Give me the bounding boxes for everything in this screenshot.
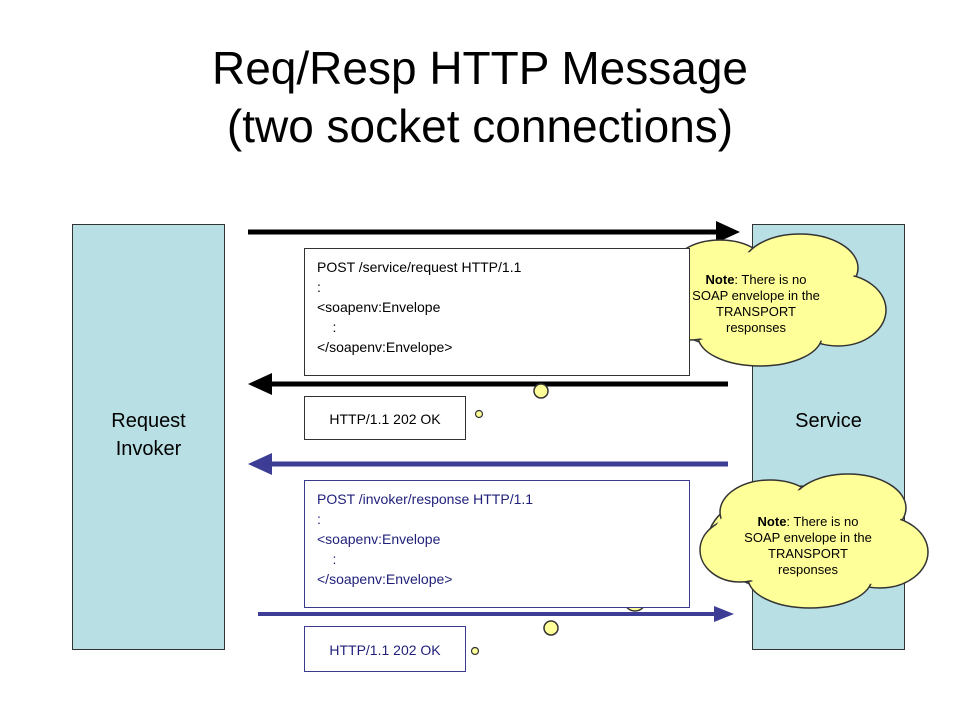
response-message-box: POST /invoker/response HTTP/1.1 : <soape… (304, 480, 690, 608)
note-bold-1: Note (705, 272, 735, 287)
request-line-4: : (317, 319, 337, 335)
response-line-5: </soapenv:Envelope> (317, 571, 453, 587)
note-cloud-1 (649, 233, 887, 367)
request-ack-arrow (248, 373, 728, 395)
note-body-2: : There is no SOAP envelope in the TRANS… (744, 514, 872, 577)
request-line-2: : (317, 279, 321, 295)
request-line-5: </soapenv:Envelope> (317, 339, 453, 355)
response-ack-arrow (258, 606, 734, 622)
response-ack-box: HTTP/1.1 202 OK (304, 626, 466, 672)
request-invoker-lane: Request Invoker (72, 224, 225, 650)
slide-title-line1: Req/Resp HTTP Message (211, 42, 749, 94)
response-line-2: : (317, 511, 321, 527)
slide-title-line2: (two socket connections) (226, 100, 734, 152)
response-line-3: <soapenv:Envelope (317, 531, 441, 547)
request-message-box: POST /service/request HTTP/1.1 : <soapen… (304, 248, 690, 376)
response-line-1: POST /invoker/response HTTP/1.1 (317, 491, 534, 507)
response-arrow (248, 453, 728, 475)
note-body-1: : There is no SOAP envelope in the TRANS… (692, 272, 820, 335)
response-line-4: : (317, 551, 337, 567)
request-line-3: <soapenv:Envelope (317, 299, 441, 315)
request-ack-box: HTTP/1.1 202 OK (304, 396, 466, 440)
request-invoker-label: Request Invoker (111, 410, 186, 460)
request-arrow (248, 221, 740, 243)
note-text-2: Note: There is no SOAP envelope in the T… (738, 514, 878, 578)
bubble-dot (533, 383, 549, 399)
bubble-dot (470, 646, 480, 656)
note-cloud-2 (699, 473, 929, 609)
bubble-dot (474, 409, 484, 419)
note-bold-2: Note (757, 514, 787, 529)
note-text-1: Note: There is no SOAP envelope in the T… (688, 272, 824, 336)
bubble-dot (543, 620, 559, 636)
request-line-1: POST /service/request HTTP/1.1 (317, 259, 522, 275)
service-label: Service (795, 410, 862, 432)
